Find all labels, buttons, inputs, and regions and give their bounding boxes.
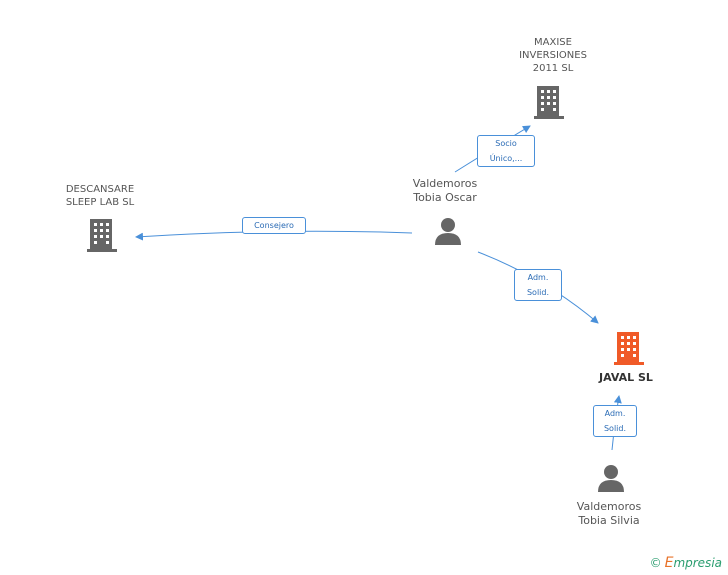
brand-e: E: [664, 555, 674, 571]
node-maxise-label[interactable]: MAXISE INVERSIONES 2011 SL: [500, 36, 606, 75]
node-descansare-label[interactable]: DESCANSARE SLEEP LAB SL: [50, 183, 150, 209]
edge-socio-line-2: Único,...: [489, 154, 523, 163]
empresia-brand[interactable]: ©Empresia: [650, 555, 722, 571]
person-icon[interactable]: [433, 216, 463, 246]
edge-adm2-line-2: Solid.: [603, 424, 627, 433]
node-javal-label[interactable]: JAVAL SL: [583, 371, 669, 384]
node-maxise-line-2: INVERSIONES: [519, 50, 587, 61]
node-oscar-line-2: Tobia Oscar: [413, 191, 477, 204]
node-descansare-line-1: DESCANSARE: [65, 184, 135, 195]
node-silvia-label[interactable]: Valdemoros Tobia Silvia: [563, 500, 655, 528]
edge-adm1-line-2: Solid.: [526, 288, 550, 297]
building-icon[interactable]: [533, 85, 565, 119]
brand-text: mpresia: [673, 556, 722, 570]
node-oscar-line-1: Valdemoros: [412, 177, 478, 190]
edge-socio-line-1: Socio: [495, 139, 517, 148]
edge-label-adm-2[interactable]: Adm. Solid.: [593, 405, 637, 437]
node-maxise-line-3: 2011 SL: [532, 63, 574, 74]
copyright-icon: ©: [649, 556, 662, 570]
edge-consejero-line-1: Consejero: [254, 221, 294, 230]
person-icon[interactable]: [596, 463, 626, 493]
edge-adm1-line-1: Adm.: [527, 273, 549, 282]
edge-label-socio[interactable]: Socio Único,...: [477, 135, 535, 167]
node-javal-line-1: JAVAL SL: [599, 371, 653, 384]
edge-label-consejero[interactable]: Consejero: [242, 217, 306, 234]
edge-label-adm-1[interactable]: Adm. Solid.: [514, 269, 562, 301]
node-maxise-line-1: MAXISE: [534, 37, 572, 48]
edge-adm2-line-1: Adm.: [604, 409, 626, 418]
node-silvia-line-1: Valdemoros: [576, 500, 642, 513]
node-silvia-line-2: Tobia Silvia: [578, 514, 640, 527]
node-descansare-line-2: SLEEP LAB SL: [65, 197, 135, 208]
node-oscar-label[interactable]: Valdemoros Tobia Oscar: [400, 177, 490, 205]
building-icon[interactable]: [86, 218, 118, 252]
building-focus-icon[interactable]: [613, 331, 645, 365]
